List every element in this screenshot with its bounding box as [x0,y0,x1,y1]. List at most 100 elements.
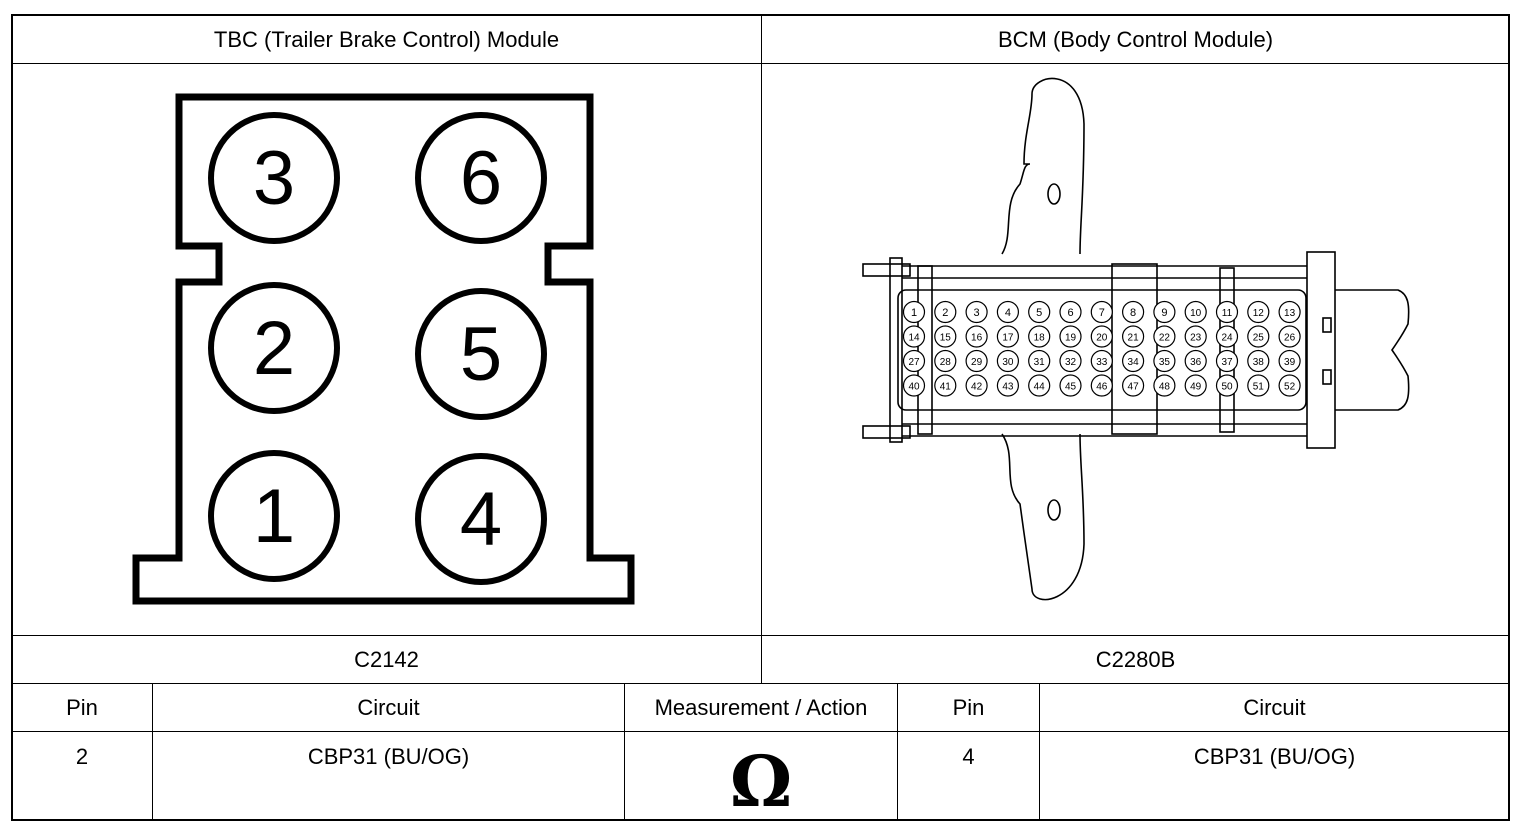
bcm-pin: 32 [1059,349,1082,373]
bcm-rail [862,425,911,439]
header-measurement: Measurement / Action [654,694,868,720]
bcm-pin-label: 35 [1159,357,1171,368]
bcm-mount-hole [1047,183,1061,205]
bcm-pin-label: 26 [1284,333,1296,344]
bcm-pin-label: 41 [940,382,952,393]
bcm-pin: 19 [1059,325,1082,348]
bcm-pin: 17 [996,325,1019,348]
bcm-pin-field [897,289,1307,411]
tbc-pin-5: 5 [415,288,547,420]
divider [897,684,898,820]
bcm-pin: 27 [902,349,926,373]
bcm-pin: 43 [996,374,1019,397]
bcm-pin: 28 [934,349,957,373]
tbc-pin-label: 6 [460,136,502,221]
bcm-latch-tab [1322,369,1332,385]
bcm-pin-label: 9 [1161,307,1167,319]
bcm-latch [1335,289,1410,411]
bcm-pin-label: 12 [1253,308,1265,319]
bcm-pin-label: 47 [1128,382,1140,393]
bcm-pin: 48 [1153,374,1176,397]
bcm-pin-label: 37 [1221,357,1233,368]
bcm-pin: 5 [1028,300,1051,324]
bcm-pin-label: 5 [1036,307,1042,319]
bcm-pin: 37 [1215,349,1239,373]
bcm-pin: 3 [965,300,988,324]
right-circuit-value: CBP31 (BU/OG) [1193,744,1356,769]
right-module-title: BCM (Body Control Module) [997,26,1274,52]
bcm-pin: 22 [1153,325,1176,348]
bcm-pin-label: 3 [974,307,980,319]
tbc-pin-label: 1 [253,474,295,559]
bcm-pin-label: 10 [1190,308,1202,319]
bcm-pin: 34 [1122,349,1145,373]
bcm-pin: 30 [996,349,1019,373]
bcm-pin: 25 [1247,325,1270,348]
bcm-pin: 18 [1028,325,1051,348]
bcm-pin: 2 [934,300,957,324]
divider [12,63,1509,64]
bcm-mount-hole [1047,499,1061,521]
bcm-pin-label: 24 [1221,333,1233,344]
bcm-rail-post [1111,263,1158,435]
divider [12,731,1509,732]
bcm-pin: 6 [1059,300,1082,324]
bcm-pin-label: 23 [1190,333,1202,344]
bcm-pin-label: 34 [1128,357,1140,368]
tbc-pin-3: 3 [208,112,340,244]
bcm-pin: 46 [1090,374,1113,397]
bcm-pin: 35 [1153,349,1176,373]
bcm-pin-label: 49 [1190,382,1202,393]
bcm-pin-label: 46 [1096,382,1108,393]
bcm-pin-label: 42 [971,382,983,393]
bcm-pin: 21 [1122,325,1145,348]
bcm-pin-label: 18 [1034,333,1046,344]
bcm-pin: 20 [1090,325,1113,348]
header-pin-left: Pin [66,694,98,720]
bcm-pin: 26 [1278,325,1301,348]
bcm-pin: 24 [1215,325,1239,348]
bcm-pin-label: 40 [908,382,920,393]
ohm-icon: Ω [729,739,793,823]
bcm-pin: 51 [1247,374,1270,397]
divider [624,684,625,820]
bcm-pin: 4 [996,300,1019,324]
left-connector-id: C2142 [354,646,419,672]
bcm-pin-label: 8 [1130,307,1136,319]
bcm-pin: 13 [1278,300,1301,324]
tbc-connector-outline [132,93,635,605]
bcm-pin: 40 [902,374,926,397]
bcm-pin: 49 [1184,374,1207,397]
bcm-pin-label: 51 [1253,382,1265,393]
bcm-pin-label: 44 [1034,382,1046,393]
bcm-pin-label: 2 [942,307,948,319]
bcm-pin: 33 [1090,349,1113,373]
divider [12,683,1509,684]
tbc-pin-label: 4 [460,477,502,562]
header-pin-right: Pin [952,694,985,720]
bcm-pin: 9 [1153,300,1176,324]
bcm-pin-label: 16 [971,333,983,344]
bcm-pin-label: 25 [1253,333,1265,344]
bcm-pin: 52 [1278,374,1301,397]
bcm-pin-label: 7 [1099,307,1105,319]
bcm-pin: 41 [934,374,957,397]
bcm-pin-label: 17 [1002,333,1014,344]
tbc-pin-label: 5 [460,312,502,397]
bcm-pin-label: 43 [1002,382,1014,393]
bcm-pin-label: 32 [1065,357,1077,368]
bcm-rail-post [917,265,933,435]
bcm-pin: 38 [1247,349,1270,373]
bcm-pin: 36 [1184,349,1207,373]
header-circuit-left: Circuit [357,694,420,720]
bcm-pin-label: 50 [1221,382,1233,393]
header-circuit-right: Circuit [1243,694,1306,720]
bcm-rail-post [889,257,903,443]
bcm-pin: 7 [1090,300,1113,324]
bcm-pin: 10 [1184,300,1207,324]
bcm-top-mount-ear [1001,77,1085,255]
left-pin-value: 2 [75,744,89,769]
bcm-pin-label: 14 [908,333,920,344]
